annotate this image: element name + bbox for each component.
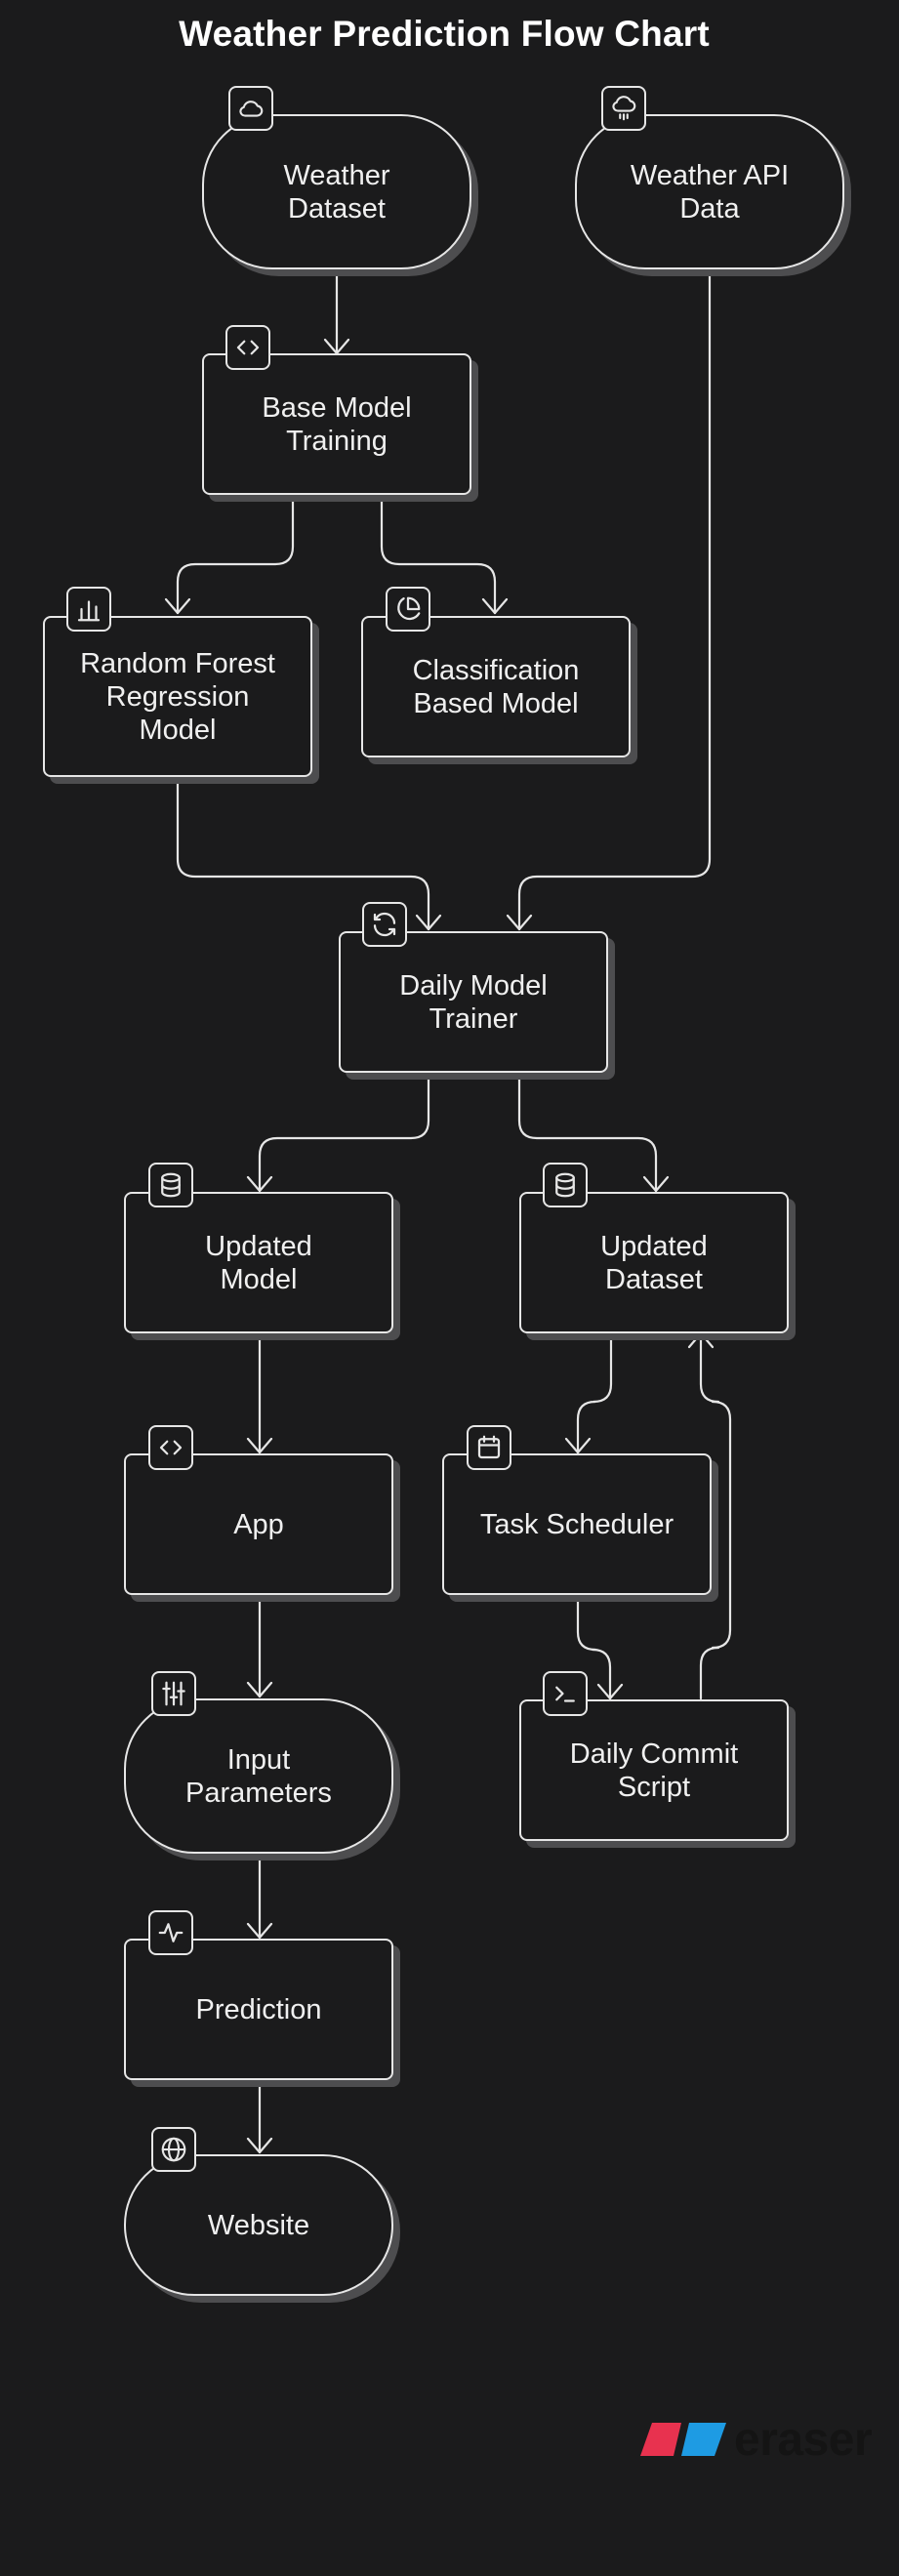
edge-weather-dataset-to-base-model bbox=[323, 269, 350, 355]
diagram-title: Weather Prediction Flow Chart bbox=[179, 14, 710, 54]
edge-prediction-to-website bbox=[246, 2078, 273, 2154]
node-weather-dataset[interactable]: Weather Dataset bbox=[202, 114, 471, 269]
edge-updated-model-to-app bbox=[246, 1330, 273, 1454]
node-label: Classification Based Model bbox=[412, 654, 580, 719]
node-label: Daily Model Trainer bbox=[399, 969, 548, 1035]
edge-daily-trainer-to-updated-model bbox=[246, 1070, 430, 1193]
bar-chart-icon bbox=[66, 587, 111, 632]
node-label: Updated Model bbox=[205, 1230, 312, 1295]
node-random-forest-regression-model[interactable]: Random Forest Regression Model bbox=[43, 616, 312, 777]
database-icon bbox=[148, 1163, 193, 1207]
node-website[interactable]: Website bbox=[124, 2154, 393, 2296]
pie-chart-icon bbox=[386, 587, 430, 632]
node-label: App bbox=[233, 1508, 284, 1540]
eraser-logo-text: eraser bbox=[734, 2414, 873, 2466]
code-icon bbox=[225, 325, 270, 370]
refresh-icon bbox=[362, 902, 407, 947]
node-updated-model[interactable]: Updated Model bbox=[124, 1192, 393, 1333]
node-label: Input Parameters bbox=[185, 1743, 332, 1809]
edge-daily-commit-to-updated-dataset bbox=[687, 1331, 732, 1700]
node-task-scheduler[interactable]: Task Scheduler bbox=[442, 1453, 712, 1595]
code-icon bbox=[148, 1425, 193, 1470]
edge-input-parameters-to-prediction bbox=[246, 1853, 273, 1940]
node-label: Daily Commit Script bbox=[569, 1738, 739, 1803]
edge-task-scheduler-to-daily-commit bbox=[576, 1593, 624, 1700]
edge-weather-api-to-daily-trainer bbox=[506, 269, 712, 931]
cloud-icon bbox=[228, 86, 273, 131]
activity-icon bbox=[148, 1910, 193, 1955]
edge-base-model-to-classification bbox=[380, 494, 509, 615]
edge-base-model-to-random-forest bbox=[164, 494, 295, 615]
node-input-parameters[interactable]: Input Parameters bbox=[124, 1698, 393, 1854]
cloud-rain-icon bbox=[601, 86, 646, 131]
node-label: Updated Dataset bbox=[600, 1230, 708, 1295]
globe-icon bbox=[151, 2127, 196, 2172]
node-label: Task Scheduler bbox=[479, 1508, 674, 1540]
edge-updated-dataset-to-task-scheduler bbox=[564, 1330, 613, 1454]
calendar-icon bbox=[467, 1425, 511, 1470]
node-classification-based-model[interactable]: Classification Based Model bbox=[361, 616, 631, 757]
node-label: Base Model Training bbox=[262, 391, 412, 457]
node-label: Prediction bbox=[195, 1993, 322, 2025]
eraser-logo-mark bbox=[640, 2423, 726, 2456]
node-base-model-training[interactable]: Base Model Training bbox=[202, 353, 471, 495]
edge-random-forest-to-daily-trainer bbox=[176, 776, 442, 931]
node-label: Weather API Data bbox=[630, 159, 790, 225]
node-weather-api-data[interactable]: Weather API Data bbox=[575, 114, 844, 269]
database-icon bbox=[543, 1163, 588, 1207]
node-label: Weather Dataset bbox=[283, 159, 390, 225]
edge-daily-trainer-to-updated-dataset bbox=[517, 1070, 670, 1193]
eraser-logo: eraser bbox=[640, 2414, 875, 2466]
terminal-icon bbox=[543, 1671, 588, 1716]
node-updated-dataset[interactable]: Updated Dataset bbox=[519, 1192, 789, 1333]
node-label: Random Forest Regression Model bbox=[80, 647, 275, 746]
node-daily-model-trainer[interactable]: Daily Model Trainer bbox=[339, 931, 608, 1073]
edge-app-to-input-parameters bbox=[246, 1593, 273, 1698]
node-label: Website bbox=[207, 2209, 310, 2241]
sliders-icon bbox=[151, 1671, 196, 1716]
node-daily-commit-script[interactable]: Daily Commit Script bbox=[519, 1699, 789, 1841]
node-app[interactable]: App bbox=[124, 1453, 393, 1595]
node-prediction[interactable]: Prediction bbox=[124, 1939, 393, 2080]
